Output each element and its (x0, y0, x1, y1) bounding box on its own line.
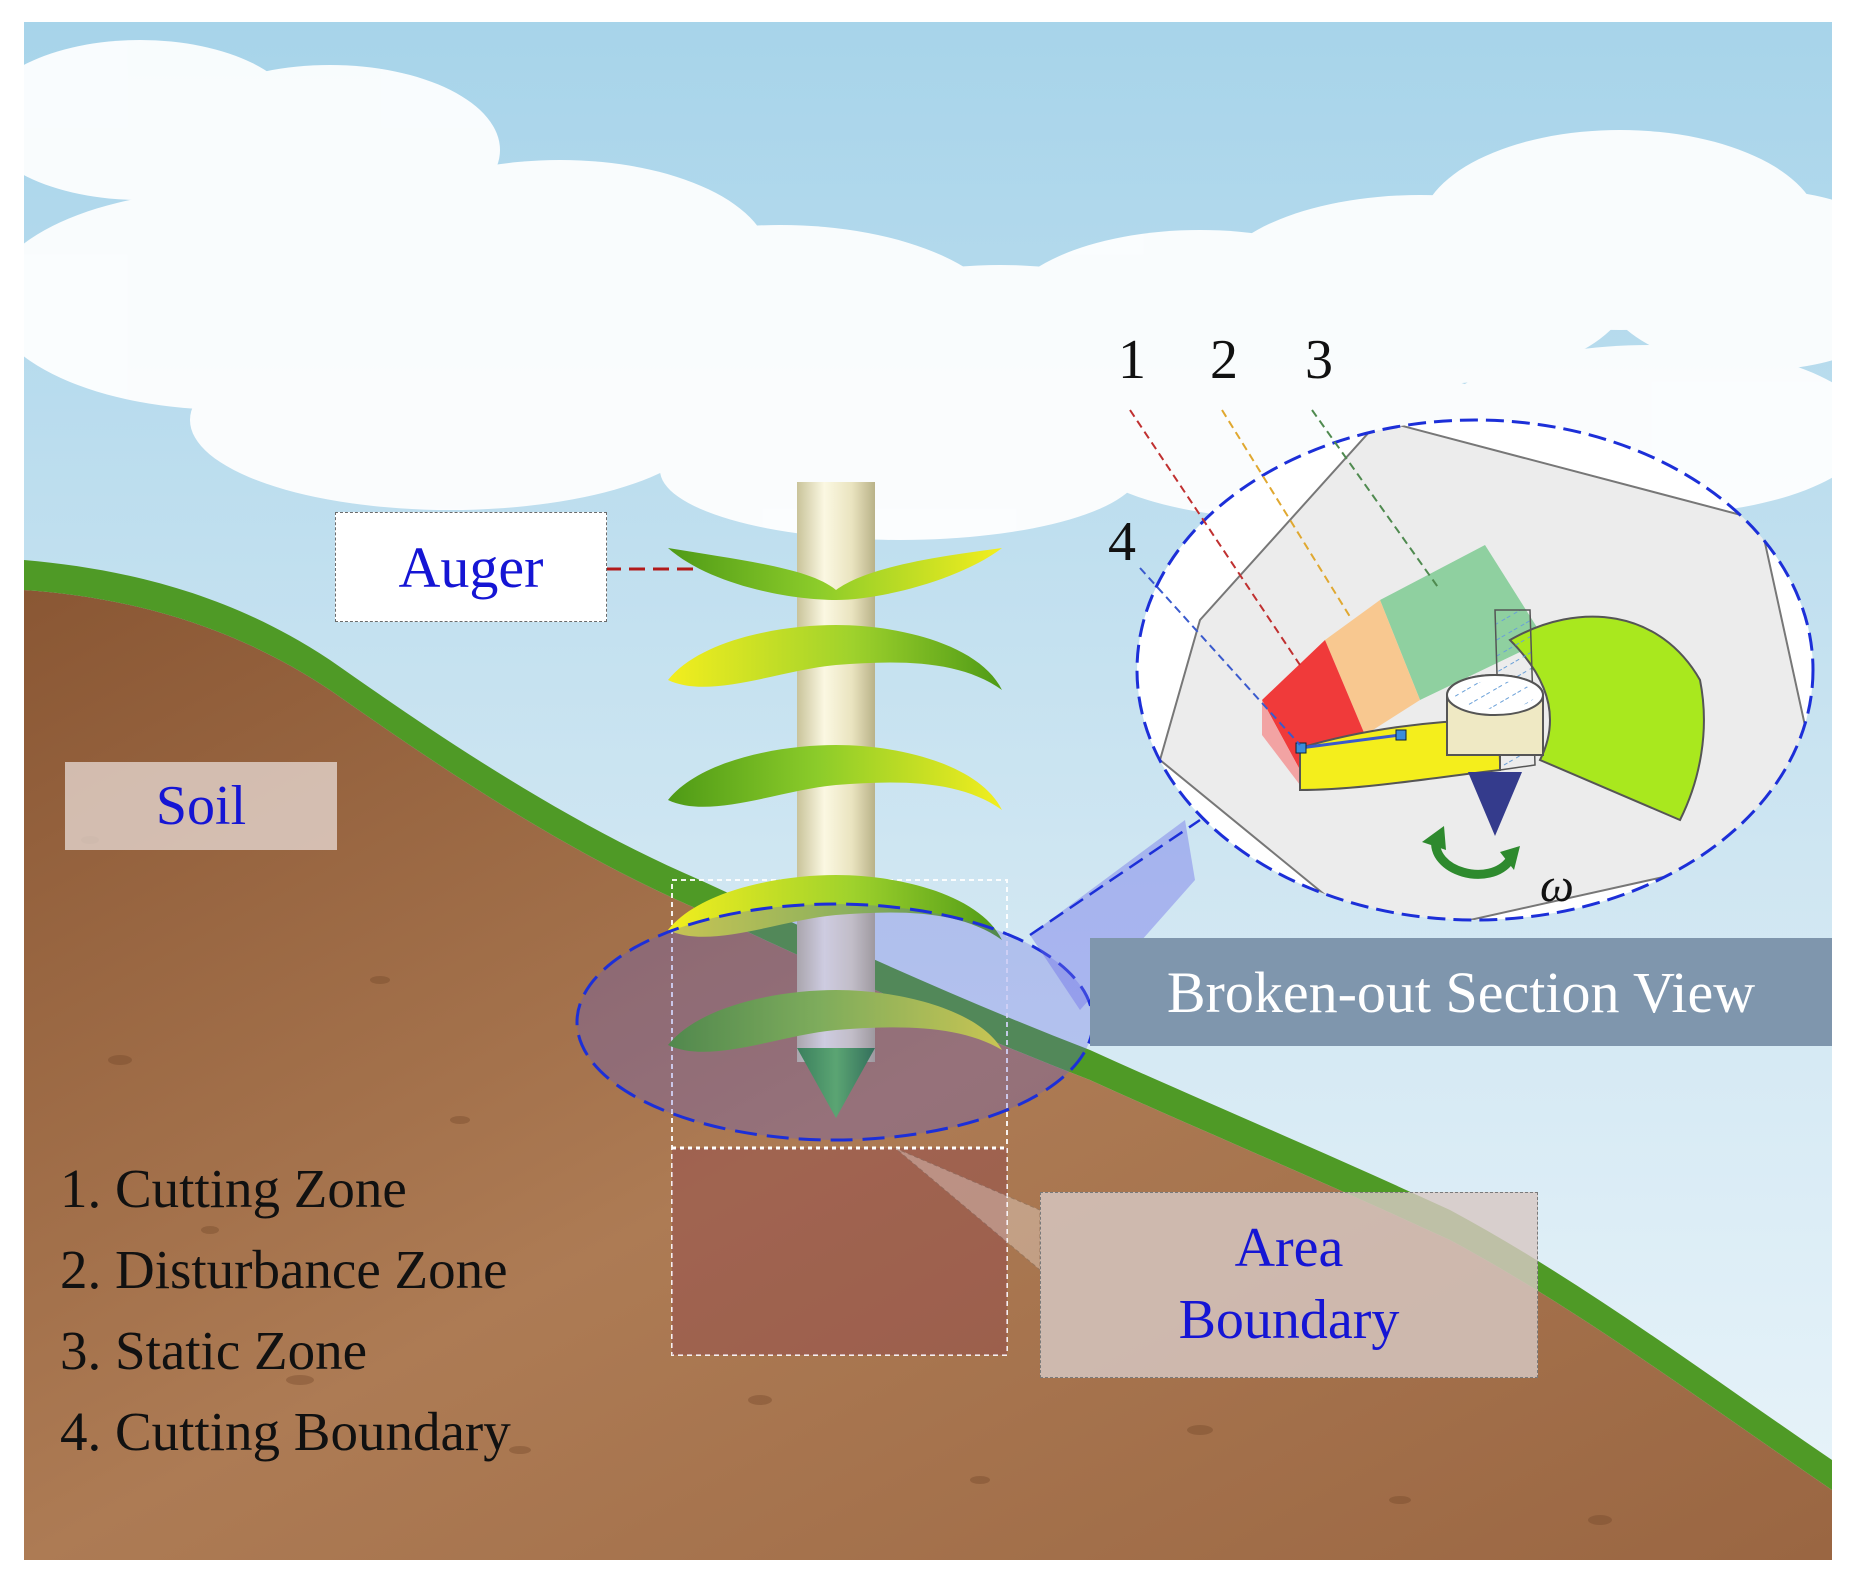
zone-number-2: 2 (1210, 329, 1238, 391)
zoom-tip (1468, 772, 1522, 836)
broken-out-section-label: Broken-out Section View (1090, 938, 1832, 1046)
auger-flights (668, 548, 1002, 1052)
zone-number-3: 3 (1305, 329, 1333, 391)
area-boundary-line1: Area (1234, 1217, 1344, 1280)
broken-out-section-text: Broken-out Section View (1166, 959, 1756, 1025)
disturbance-zone (1325, 600, 1420, 735)
section-connector-line (1029, 818, 1201, 937)
auger-tip (797, 1048, 875, 1118)
auger-label-text: Auger (398, 534, 544, 600)
static-zone (1380, 545, 1545, 700)
legend-item-cutting-boundary: 4. Cutting Boundary (60, 1401, 511, 1462)
legend-item-static-zone: 3. Static Zone (60, 1320, 368, 1381)
zoom-flight-green (1508, 615, 1705, 822)
section-connector (1030, 820, 1195, 1010)
legend-item-cutting-zone: 1. Cutting Zone (60, 1158, 407, 1219)
leader-cutting-boundary (1139, 567, 1301, 746)
legend-item-disturbance-zone: 2. Disturbance Zone (60, 1239, 508, 1300)
rotation-arrowhead-right (1500, 846, 1520, 870)
area-boundary-label: Area Boundary (1040, 1192, 1538, 1378)
rotation-arrowhead-left (1422, 826, 1446, 850)
zone-number-1: 1 (1118, 329, 1146, 391)
leader-disturbance-zone (1221, 409, 1353, 621)
leader-static-zone (1311, 409, 1441, 591)
section-view-outline (1135, 418, 1815, 922)
zone-number-4: 4 (1108, 511, 1136, 573)
soil-label-text: Soil (155, 775, 247, 837)
cutting-boundary (1299, 733, 1401, 750)
area-boundary-pointer (894, 1147, 1041, 1272)
omega-symbol: ω (1540, 859, 1574, 912)
area-boundary-region (672, 1148, 1007, 1355)
rotation-arrow-icon (1431, 833, 1515, 879)
soil-label: Soil (65, 762, 337, 850)
section-highlight (575, 902, 1095, 1142)
area-boundary-line2: Boundary (1178, 1289, 1400, 1351)
zone-legend: 1. Cutting Zone 2. Disturbance Zone 3. S… (60, 1148, 511, 1472)
auger-label: Auger (335, 512, 607, 622)
